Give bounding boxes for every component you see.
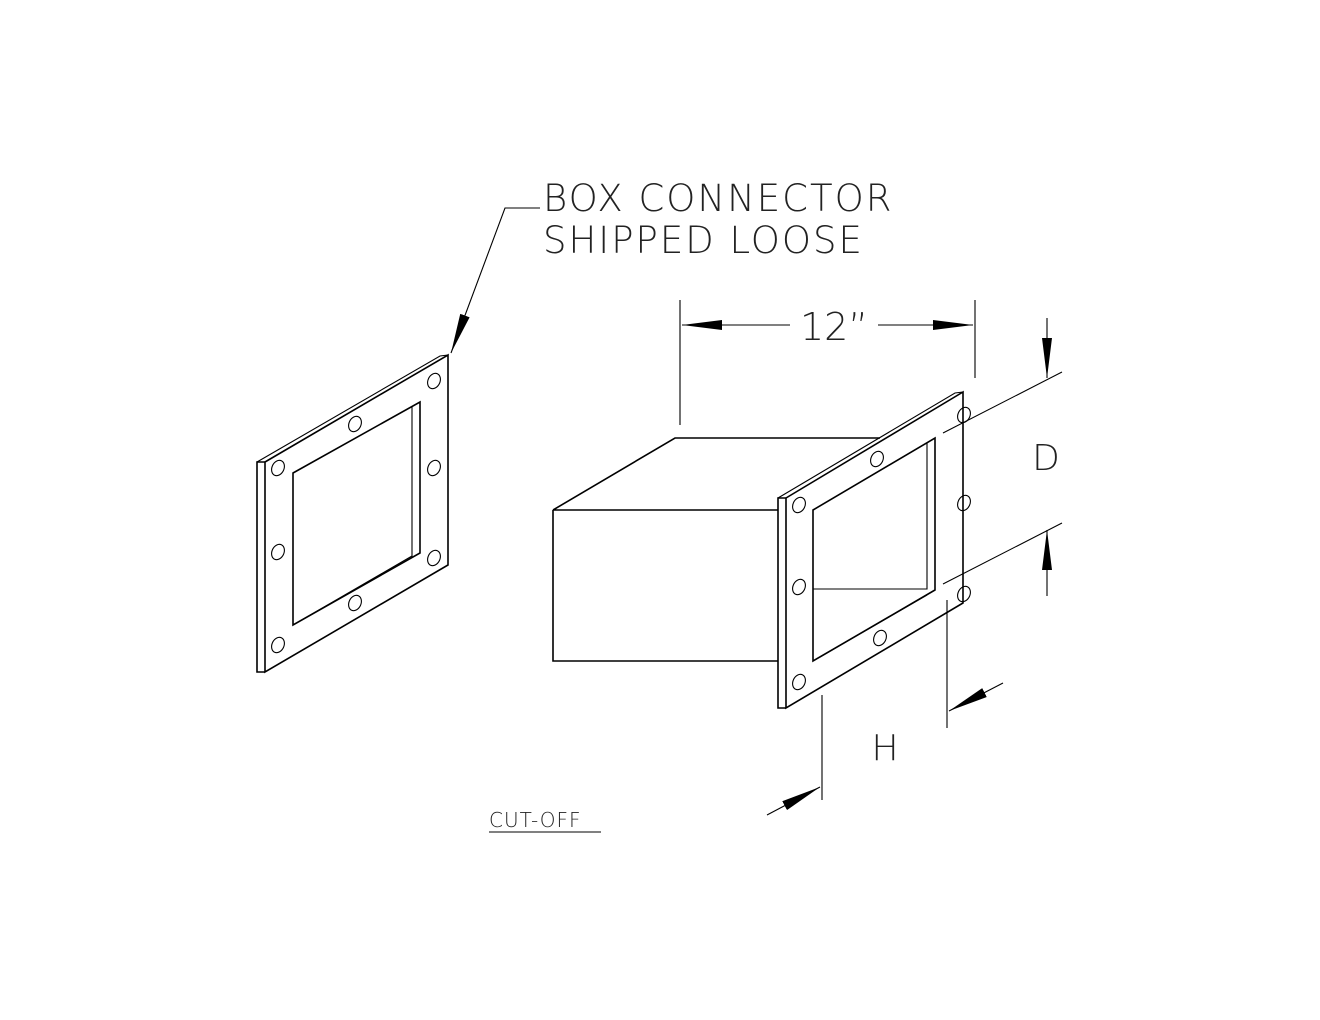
loose-flange	[256, 353, 449, 674]
length-label: 12”	[800, 305, 868, 349]
bolt-holes	[792, 406, 971, 691]
height-label: H	[871, 728, 898, 769]
box-connector	[552, 390, 971, 710]
height-dimension: H	[766, 600, 1004, 816]
callout-leader	[450, 207, 540, 354]
bolt-holes	[271, 372, 441, 654]
caption: CUT-OFF	[489, 808, 582, 832]
depth-label: D	[1032, 438, 1060, 479]
callout-line1: BOX CONNECTOR	[543, 177, 893, 220]
length-dimension: 12”	[679, 300, 976, 425]
callout-line2: SHIPPED LOOSE	[543, 219, 864, 262]
depth-dimension: D	[942, 318, 1063, 596]
